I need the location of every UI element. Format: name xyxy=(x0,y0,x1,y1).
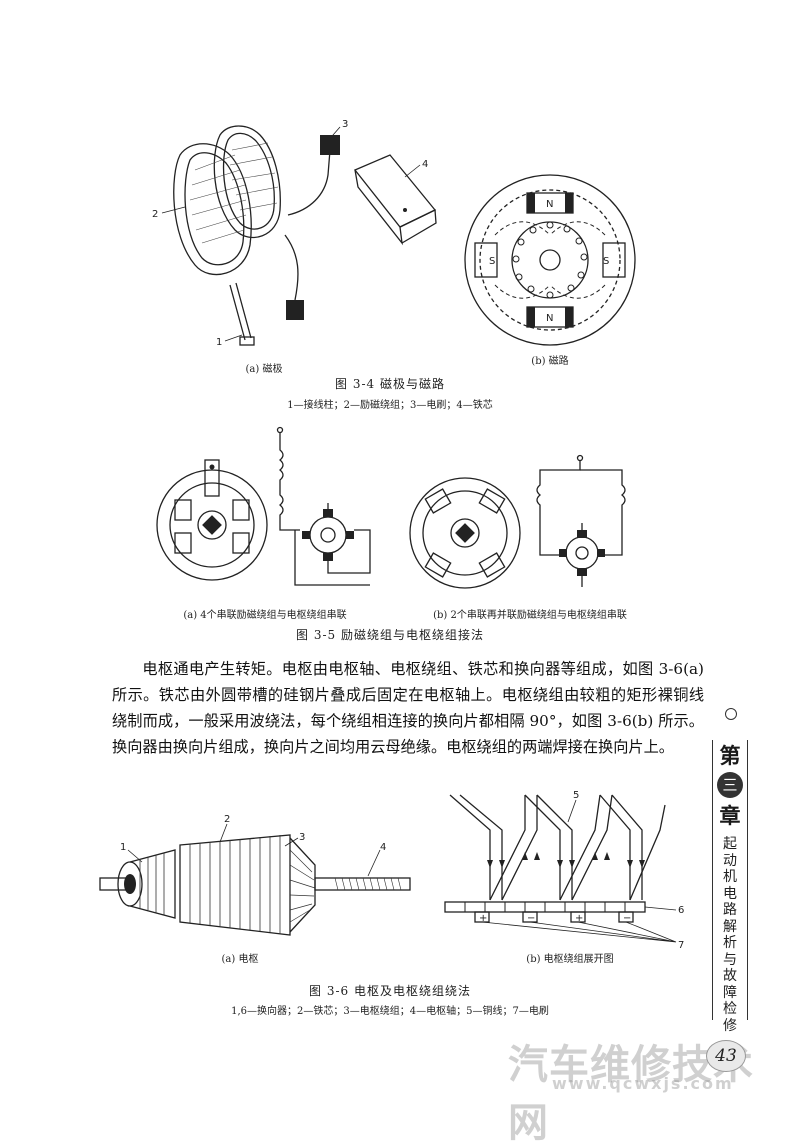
fig34-label-4: 4 xyxy=(422,159,428,170)
chapter-title-char: 检 xyxy=(723,1001,737,1017)
fig36b-label-7: 7 xyxy=(678,940,684,951)
pole-n-bottom: N xyxy=(546,313,553,324)
chapter-title-char: 析 xyxy=(723,935,737,951)
fig36a-label-4: 4 xyxy=(380,842,386,853)
fig35-caption-a: (a) 4个串联励磁绕组与电枢绕组串联 xyxy=(183,610,347,621)
chapter-title-char: 解 xyxy=(723,918,737,935)
fig36-title: 图 3-6 电枢及电枢绕组绕法 xyxy=(309,984,471,998)
series-parallel-winding-diagram-b xyxy=(409,454,626,589)
pole-n-top: N xyxy=(546,199,553,210)
armature-winding-development-diagram: + − + − 5 6 7 xyxy=(444,790,684,951)
fig36a-label-1: 1 xyxy=(120,842,126,853)
pole-s-right: S xyxy=(603,256,609,267)
chapter-title-char: 修 xyxy=(723,1017,737,1034)
fig36a-label-3: 3 xyxy=(299,832,305,843)
series-winding-diagram-a xyxy=(156,426,371,586)
chapter-tab-top: 第 xyxy=(719,744,741,768)
fig34-caption-b: (b) 磁路 xyxy=(531,356,569,367)
chapter-title-char: 机 xyxy=(723,869,737,885)
chapter-title-char: 与 xyxy=(723,951,737,968)
fig34-label-1: 1 xyxy=(216,337,222,348)
pole-s-left: S xyxy=(489,256,495,267)
brush-sign-3: + xyxy=(575,913,583,924)
field-pole-illustration: 3 4 2 1 xyxy=(152,119,437,348)
fig36a-label-2: 2 xyxy=(224,814,230,825)
chapter-title-char: 电 xyxy=(723,885,737,902)
fig34-label-3: 3 xyxy=(342,119,348,130)
fig34-legend: 1—接线柱；2—励磁绕组；3—电刷；4—铁芯 xyxy=(287,400,493,411)
chapter-tab-dot xyxy=(725,708,737,720)
fig35-title: 图 3-5 励磁绕组与电枢绕组接法 xyxy=(296,628,484,642)
fig36-caption-b: (b) 电枢绕组展开图 xyxy=(526,954,614,965)
fig34-caption-a: (a) 磁极 xyxy=(245,364,283,375)
fig34-title: 图 3-4 磁极与磁路 xyxy=(335,377,445,391)
chapter-title-char: 故 xyxy=(723,968,737,984)
chapter-tab-bottom: 章 xyxy=(719,804,741,828)
watermark-url: www.qcwxjs.com xyxy=(552,1074,734,1093)
body-paragraph: 电枢通电产生转矩。电枢由电枢轴、电枢绕组、铁芯和换向器等组成，如图 3-6(a)… xyxy=(112,660,704,756)
fig35-caption-b: (b) 2个串联再并联励磁绕组与电枢绕组串联 xyxy=(433,610,627,621)
chapter-title-char: 起 xyxy=(723,836,737,852)
fig34-label-2: 2 xyxy=(152,209,158,220)
fig36b-label-6: 6 xyxy=(678,905,684,916)
chapter-number-badge: 三 xyxy=(717,772,743,798)
fig36-legend: 1,6—换向器；2—铁芯；3—电枢绕组；4—电枢轴；5—铜线；7—电刷 xyxy=(231,1006,549,1017)
brush-sign-1: + xyxy=(479,913,487,924)
chapter-title-char: 动 xyxy=(723,852,737,869)
page-number: 43 xyxy=(706,1040,746,1072)
magnetic-circuit-illustration: N N S S xyxy=(464,174,636,346)
brush-sign-2: − xyxy=(527,913,535,924)
chapter-title-char: 路 xyxy=(723,902,737,918)
fig36-caption-a: (a) 电枢 xyxy=(221,954,259,965)
chapter-tab: 第 三 章 起 动 机 电 路 解 析 与 故 障 检 修 xyxy=(712,740,748,1034)
brush-sign-4: − xyxy=(623,913,631,924)
fig36b-label-5: 5 xyxy=(573,790,579,801)
armature-illustration: 1 2 3 4 xyxy=(99,814,411,936)
chapter-title-char: 障 xyxy=(723,984,737,1001)
